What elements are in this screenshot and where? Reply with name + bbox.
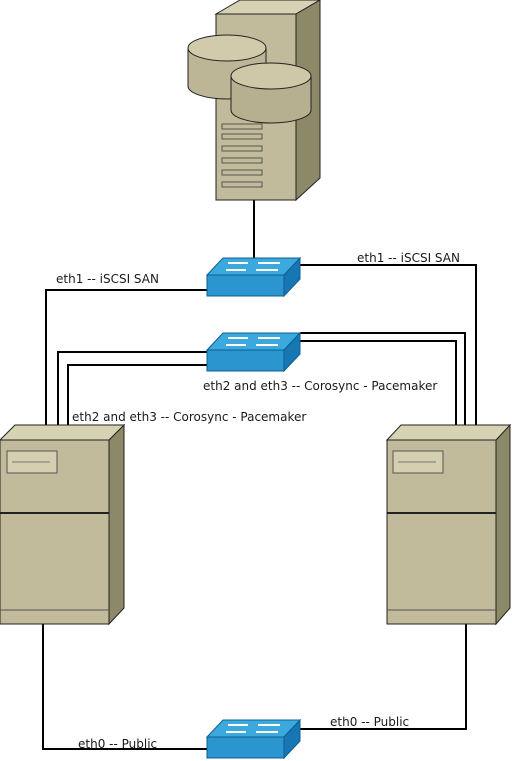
switch-arrows-icon	[226, 262, 280, 271]
right-corosync-cable-1	[300, 332, 466, 430]
label-iscsi-right: eth1 -- iSCSI SAN	[357, 251, 460, 265]
disk-icon	[230, 62, 312, 124]
left-public-cable	[42, 624, 207, 750]
label-public-right: eth0 -- Public	[330, 715, 409, 729]
label-corosync-right: eth2 and eth3 -- Corosync - Pacemaker	[203, 379, 437, 393]
switch-arrows-icon	[226, 337, 280, 346]
storage-server-vents	[221, 123, 263, 188]
storage-server	[187, 0, 321, 202]
label-public-left: eth0 -- Public	[78, 737, 157, 751]
right-node-server	[385, 423, 512, 626]
left-corosync-cable-2	[67, 364, 207, 430]
right-public-cable	[300, 624, 467, 730]
corosync-switch	[205, 331, 302, 373]
iscsi-san-switch	[205, 256, 302, 298]
public-switch	[205, 718, 302, 760]
label-iscsi-left: eth1 -- iSCSI SAN	[56, 272, 159, 286]
left-corosync-cable-1	[57, 351, 207, 430]
label-corosync-left: eth2 and eth3 -- Corosync - Pacemaker	[72, 410, 306, 424]
left-iscsi-cable	[45, 289, 207, 430]
cables	[42, 200, 477, 750]
switch-arrows-icon	[226, 724, 280, 733]
left-node-server	[0, 423, 126, 626]
right-corosync-cable-2	[300, 340, 457, 430]
right-iscsi-cable	[300, 264, 477, 430]
